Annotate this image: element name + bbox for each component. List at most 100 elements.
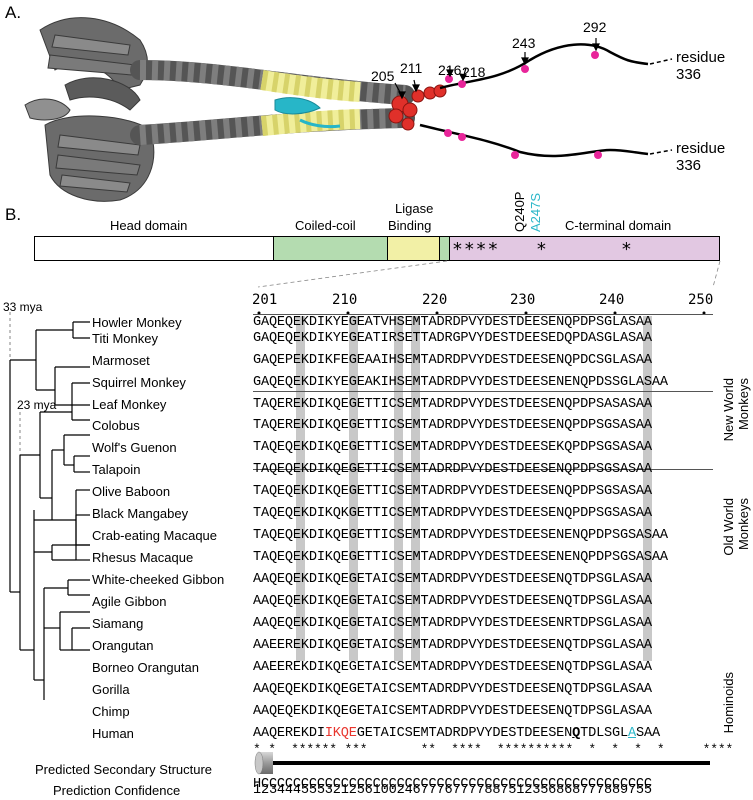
time-label-33mya: 33 mya xyxy=(3,300,43,314)
sequence-row: TAQEQEKDIKQEGETTICSEMTADRDPVYDESTDEESEKQ… xyxy=(253,440,652,455)
residue-label-292: 292 xyxy=(583,19,607,35)
axis-201: 201 xyxy=(252,292,278,308)
panel-a-label: A. xyxy=(5,3,22,22)
sequence-row: GAQEQEKDIKYEGEATVHSEMTADRDPVYDESTDEESENQ… xyxy=(253,315,652,330)
separator-top xyxy=(253,314,713,315)
highlight-col-211 xyxy=(349,316,358,661)
cterm-stars-2: * xyxy=(536,239,547,260)
c-terminal-box xyxy=(449,236,720,261)
species-name: White-cheeked Gibbon xyxy=(92,572,225,587)
species-name: Crab-eating Macaque xyxy=(92,528,218,543)
tail-label-top: residue 336 xyxy=(676,49,726,83)
sequence-row: AAEEREKDIKQEGETAICSEMTADRDPVYDESTDEESENQ… xyxy=(253,638,652,653)
conservation-row: * * ****** *** ** **** ********** * * * … xyxy=(253,742,734,757)
highlight-col-244 xyxy=(643,316,652,661)
human-seq-a247: A xyxy=(628,726,636,741)
axis-dots xyxy=(257,311,706,315)
sequence-row: AAQEQEKDIKQEGETAICSEMTADRDPVYDESTDEESENQ… xyxy=(253,594,652,609)
head-domain-box xyxy=(34,236,274,261)
sequence-row: TAQEQEKDIKQEGETTICSEMTADRDPVYDESTDEESENQ… xyxy=(253,462,652,477)
residue-arrows xyxy=(394,38,600,100)
head-domain-label: Head domain xyxy=(110,218,188,233)
species-name: Human xyxy=(92,726,134,741)
species-name: Marmoset xyxy=(92,353,150,368)
cterm-stars-3: * xyxy=(621,239,632,260)
sequence-row: AAQEQEKDIKQEGETAICSEMTADRDPVYDESTDEESENQ… xyxy=(253,572,652,587)
sequence-row: GAQEQEKDIKYEGEATIRSETTADRGPVYDESTDEESEDQ… xyxy=(253,331,652,346)
sequence-row: TAQEQEKDIKQEGETTICSEMTADRDPVYDESTDEESENQ… xyxy=(253,484,652,499)
tail-upper-dash xyxy=(649,58,673,65)
axis-220: 220 xyxy=(422,292,448,308)
tail-lower-dash xyxy=(649,149,673,155)
axis-250: 250 xyxy=(688,292,714,308)
secondary-structure-sequence: HCCCCCCCCCCCCCCCCCCCCCCCCCCCCCCCCCCCCCCC… xyxy=(253,777,652,792)
sequence-row: AAQEQEKDIKQEGETAICSEMTADRDPVYDESTDEESENQ… xyxy=(253,682,652,697)
confidence-label: Prediction Confidence xyxy=(53,783,181,798)
human-seq-q240: Q xyxy=(572,726,581,741)
human-seq-mutation-red: IKQE xyxy=(324,726,357,741)
tail-lower xyxy=(419,123,649,158)
highlight-col-205 xyxy=(296,316,305,661)
species-name: Gorilla xyxy=(92,682,130,697)
residue-label-211: 211 xyxy=(400,60,423,76)
species-name: Squirrel Monkey xyxy=(92,375,186,390)
sequence-row-human: AAQEREKDIIKQEGETAICSEMTADRDPVYDESTDEESEN… xyxy=(253,726,660,741)
ligase-label-line1: Ligase xyxy=(395,201,434,216)
species-name: Howler Monkey xyxy=(92,315,182,330)
tail-label-bottom: residue 336 xyxy=(676,140,726,174)
species-name: Orangutan xyxy=(92,638,154,653)
axis-210: 210 xyxy=(332,292,358,308)
residue-label-216: 216 xyxy=(438,62,462,78)
sequence-row: TAQEQEKDIKQEGETTICSEMTADRDPVYDESTDEESENE… xyxy=(253,550,668,565)
species-name: Rhesus Macaque xyxy=(92,550,194,565)
sequence-row: AAEEREKDIKQEGETAICSEMTADRDPVYDESTDEESENQ… xyxy=(253,660,652,675)
zoom-guides xyxy=(257,260,721,288)
head-domain-ribbon xyxy=(24,17,155,202)
tail-upper xyxy=(439,43,649,90)
human-seq-c: GETAICSEMTADRDPVYDESTDEESEN xyxy=(356,726,573,741)
species-name: Leaf Monkey xyxy=(92,397,167,412)
highlight-col-216 xyxy=(394,316,403,661)
panel-b-label: B. xyxy=(5,205,22,224)
sequence-row: GAQEQEKDIKYEGEAKIHSEMTADRDPVYDESTDEESENE… xyxy=(253,375,668,390)
sequence-row: GAQEPEKDIKFEGEAAIHSEMTADRDPVYDESTDEESENQ… xyxy=(253,353,652,368)
protein-structure-figure xyxy=(24,17,673,202)
separator-new-world xyxy=(253,391,713,392)
ligase-binding-box xyxy=(387,236,440,261)
human-seq-e: TDLSGL xyxy=(580,726,628,741)
cterm-stars-1: **** xyxy=(452,239,500,260)
coiled-coil-box xyxy=(273,236,388,261)
coiled-coil-helices xyxy=(130,60,415,145)
residue-label-218: 218 xyxy=(462,64,486,80)
separator-old-world xyxy=(253,469,713,470)
residue-markers-magenta xyxy=(444,51,602,159)
species-name: Talapoin xyxy=(92,462,141,477)
sequence-row: TAQEQEKDIKQKGETTICSEMTADRDPVYDESTDEESENQ… xyxy=(253,506,652,521)
highlight-col-218 xyxy=(411,316,420,661)
human-seq-a: AAQEREKDI xyxy=(253,726,325,741)
human-seq-g: SAA xyxy=(635,726,660,741)
species-name: Black Mangabey xyxy=(92,506,189,521)
phylogenetic-tree xyxy=(9,312,90,700)
confidence-sequence: 1234445553212561002467776777788751235686… xyxy=(253,783,652,798)
residue-spheres-red xyxy=(388,84,447,131)
species-name: Siamang xyxy=(92,616,144,631)
residue-label-205: 205 xyxy=(371,68,395,84)
secondary-structure-label: Predicted Secondary Structure xyxy=(35,762,213,777)
ligase-label-line2: Binding xyxy=(388,218,432,233)
sequence-row: TAQEQEKDIKQEGETTICSEMTADRDPVYDESTDEESENE… xyxy=(253,528,668,543)
species-name: Titi Monkey xyxy=(92,331,158,346)
species-name: Borneo Orangutan xyxy=(92,660,199,675)
species-name: Chimp xyxy=(92,704,130,719)
axis-230: 230 xyxy=(510,292,536,308)
species-name: Agile Gibbon xyxy=(92,594,167,609)
residue-label-243: 243 xyxy=(512,35,536,51)
sequence-row: TAQEREKDIKQEGETTICSEMTADRDPVYDESTDEESENQ… xyxy=(253,397,652,412)
sequence-row: AAQEQEKDIKQEGETAICSEMTADRDPVYDESTDEESENR… xyxy=(253,616,652,631)
axis-240: 240 xyxy=(599,292,625,308)
species-name: Olive Baboon xyxy=(92,484,171,499)
c-terminal-label: C-terminal domain xyxy=(565,218,672,233)
species-name: Colobus xyxy=(92,418,140,433)
sequence-row: AAQEQEKDIKQEGETAICSEMTADRDPVYDESTDEESENQ… xyxy=(253,704,652,719)
